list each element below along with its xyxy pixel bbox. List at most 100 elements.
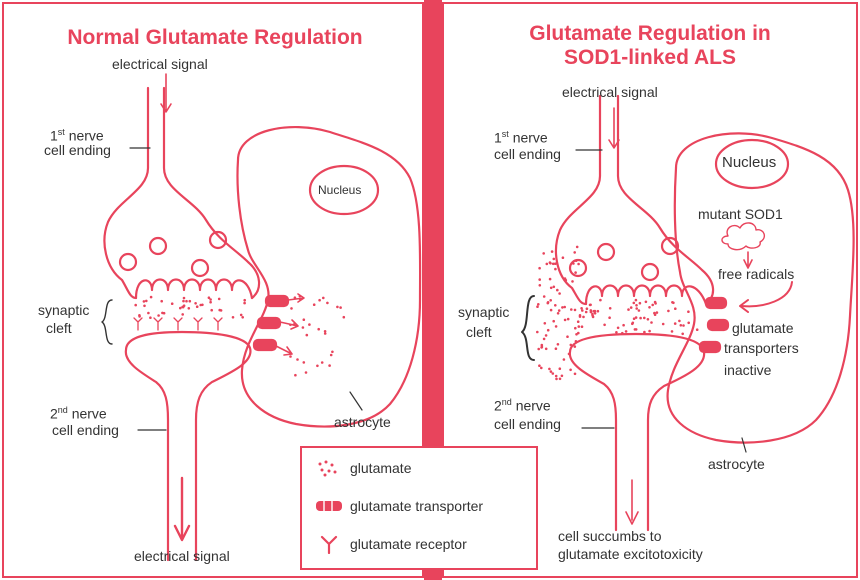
right-presynaptic-terminal (556, 96, 713, 304)
glutamate-dot (305, 371, 308, 374)
glutamate-dot (541, 344, 544, 347)
glutamate-dot (547, 301, 550, 304)
glutamate-dot (585, 311, 588, 314)
glutamate-dot (617, 327, 620, 330)
glutamate-dot (578, 325, 581, 328)
glutamate-dot (553, 286, 556, 289)
glutamate-dot (210, 309, 213, 312)
left-vesicle (192, 260, 208, 276)
glutamate-dot (555, 375, 558, 378)
glutamate-dot (294, 374, 297, 377)
legend-item-glutamate: glutamate (314, 456, 411, 480)
glutamate-dot (575, 340, 578, 343)
glutamate-dot (157, 314, 160, 317)
glutamate-dot (326, 302, 329, 305)
glutamate-dot (581, 309, 584, 312)
glutamate-dot (625, 330, 628, 333)
glutamate-dot (545, 334, 548, 337)
left-electrical-signal-bottom: electrical signal (134, 548, 230, 565)
glutamate-dot (179, 307, 182, 310)
glutamate-dots-icon (314, 458, 344, 478)
left-cleft-brace (102, 300, 112, 344)
left-vesicle (120, 254, 136, 270)
glutamate-dot (549, 262, 552, 265)
glutamate-dot (543, 295, 546, 298)
glutamate-dot (572, 262, 575, 265)
glutamate-dot (536, 305, 539, 308)
glutamate-dot (322, 297, 325, 300)
right-first-nerve-label: 1st nerve (494, 126, 548, 147)
glutamate-dot (336, 306, 339, 309)
glutamate-dots (134, 246, 698, 381)
glutamate-dot (555, 347, 558, 350)
glutamate-dot (143, 305, 146, 308)
glutamate-dot (296, 358, 299, 361)
right-second-nerve-rest: nerve (512, 398, 551, 414)
glutamate-dot (189, 300, 192, 303)
glutamate-dot (648, 306, 651, 309)
glutamate-dot (633, 317, 636, 320)
right-signal-arrow-bottom (626, 480, 638, 524)
left-cell-ending-1: cell ending (44, 142, 111, 159)
glutamate-dot (564, 319, 567, 322)
glutamate-dot (554, 268, 557, 271)
glutamate-dot (571, 280, 574, 283)
glutamate-dot (538, 364, 541, 367)
glutamate-dot (639, 302, 642, 305)
glutamate-dot (559, 367, 562, 370)
succumbs-line1: cell succumbs to (558, 528, 661, 545)
glutamate-dot (639, 317, 642, 320)
glutamate-dot (654, 313, 657, 316)
glutamate-dot (647, 318, 650, 321)
right-first-nerve-rest: nerve (509, 130, 548, 146)
glutamate-dot (559, 378, 562, 381)
glutamate-dot (546, 263, 549, 266)
glutamate-dot (289, 355, 292, 358)
glutamate-dot (538, 267, 541, 270)
glutamate-dot (299, 295, 302, 298)
glutamate-dot (603, 324, 606, 327)
glutamate-dot (631, 323, 634, 326)
glutamate-dot (577, 263, 580, 266)
right-second-nerve-sup: nd (502, 397, 512, 407)
left-second-nerve-num: 2 (50, 406, 58, 422)
glutamate-dot (537, 348, 540, 351)
glutamate-dot (551, 250, 554, 253)
glutamate-dot (635, 328, 638, 331)
glutamate-dot (621, 332, 624, 335)
transporters-inactive-line1: glutamate (732, 320, 793, 337)
glutamate-dot (643, 317, 646, 320)
glutamate-dot (557, 312, 560, 315)
glutamate-dot (589, 304, 592, 307)
glutamate-dot (150, 296, 153, 299)
glutamate-dot (321, 361, 324, 364)
glutamate-dot (549, 299, 552, 302)
glutamate-dot (318, 299, 321, 302)
glutamate-dot (635, 307, 638, 310)
right-astrocyte-pointer (742, 438, 746, 452)
glutamate-dot (324, 332, 327, 335)
glutamate-dot (579, 314, 582, 317)
legend-label-glutamate: glutamate (350, 460, 411, 476)
glutamate-dot (643, 331, 646, 334)
glutamate-dot (555, 378, 558, 381)
glutamate-dot (545, 348, 548, 351)
free-radicals-label: free radicals (718, 266, 794, 283)
left-second-nerve-rest: nerve (68, 406, 107, 422)
glutamate-dot (608, 316, 611, 319)
glutamate-dot (574, 309, 577, 312)
glutamate-dot (218, 298, 221, 301)
glutamate-dot (558, 309, 561, 312)
right-panel-title-line2: SOD1-linked ALS (470, 46, 830, 70)
glutamate-dot (550, 309, 553, 312)
right-electrical-signal-top: electrical signal (562, 84, 658, 101)
mutant-sod1-cloud (722, 223, 764, 250)
glutamate-dot (633, 302, 636, 305)
right-second-nerve-label: 2nd nerve (494, 394, 551, 415)
glutamate-transporter-icon (314, 496, 344, 516)
left-first-nerve-sup: st (58, 127, 65, 137)
glutamate-dot (656, 311, 659, 314)
glutamate-dot (330, 354, 333, 357)
glutamate-dot (550, 370, 553, 373)
